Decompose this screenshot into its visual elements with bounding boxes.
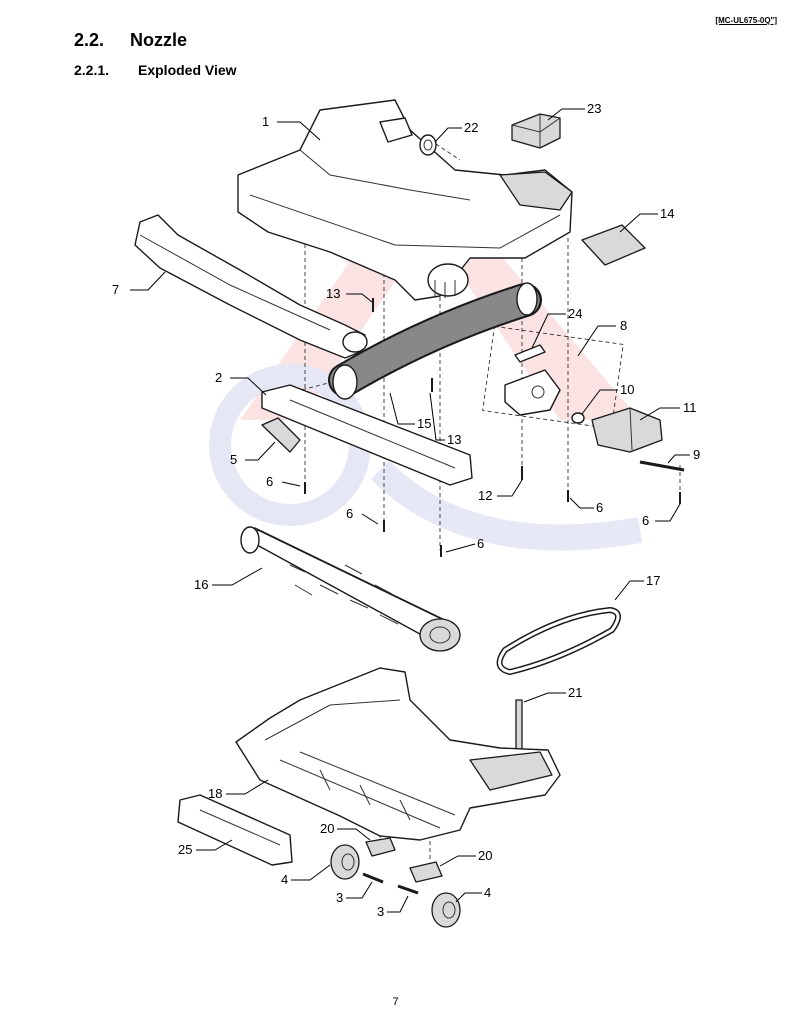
- callout-24: 24: [568, 306, 582, 321]
- part-9-pin: [639, 460, 685, 472]
- callout-13: 13: [326, 286, 340, 301]
- part-14-pad: [581, 224, 646, 266]
- section-number: 2.2.: [74, 30, 105, 50]
- part-1-upper-housing: [237, 99, 573, 301]
- part-3-axles: [362, 872, 419, 895]
- part-21-shaft: [515, 699, 523, 751]
- part-18-base: [235, 667, 561, 841]
- callout-3: 3: [377, 904, 384, 919]
- part-13-screws: [372, 298, 433, 392]
- callout-17: 17: [646, 573, 660, 588]
- callout-20: 20: [320, 821, 334, 836]
- callout-13: 13: [447, 432, 461, 447]
- callout-6: 6: [642, 513, 649, 528]
- section-title: Nozzle: [130, 30, 188, 50]
- document-code: [MC-UL675-0Q"]: [715, 16, 777, 25]
- callout-20: 20: [478, 848, 492, 863]
- part-24-clip: [514, 344, 546, 363]
- part-20-pads: [365, 837, 443, 883]
- part-15-hose: [328, 282, 542, 400]
- callout-6: 6: [346, 506, 353, 521]
- section-heading: 2.2. Nozzle: [74, 30, 187, 51]
- part-4-wheels: [330, 844, 461, 928]
- part-5-holder: [261, 417, 301, 453]
- callout-22: 22: [464, 120, 478, 135]
- leader-lines: [130, 108, 690, 913]
- callout-15: 15: [417, 416, 431, 431]
- part-8-assembly: [504, 369, 561, 416]
- callout-labels: 1 22 23 14 7 13 24 8 2 10 11 15 13 5 9 6…: [112, 101, 700, 919]
- part-23-knob: [511, 113, 561, 149]
- callout-4: 4: [484, 885, 491, 900]
- callout-1: 1: [262, 114, 269, 129]
- callout-6: 6: [266, 474, 273, 489]
- callout-6: 6: [477, 536, 484, 551]
- page-number: 7: [392, 996, 399, 1008]
- callout-18: 18: [208, 786, 222, 801]
- callout-9: 9: [693, 447, 700, 462]
- callout-10: 10: [620, 382, 634, 397]
- part-7-bumper: [134, 214, 368, 359]
- part-25-guard: [177, 794, 293, 866]
- subsection-heading: 2.2.1. Exploded View: [74, 62, 237, 78]
- part-17-belt: [496, 606, 621, 676]
- callout-7: 7: [112, 282, 119, 297]
- part-16-brush-roll: [240, 526, 461, 652]
- callout-6: 6: [596, 500, 603, 515]
- part-2-plate: [261, 384, 473, 486]
- callout-21: 21: [568, 685, 582, 700]
- callout-2: 2: [215, 370, 222, 385]
- callout-5: 5: [230, 452, 237, 467]
- callout-12: 12: [478, 488, 492, 503]
- subsection-title: Exploded View: [138, 62, 237, 78]
- part-22-spring: [419, 134, 437, 156]
- callout-11: 11: [683, 400, 697, 415]
- callout-16: 16: [194, 577, 208, 592]
- subsection-number: 2.2.1.: [74, 62, 110, 78]
- part-11-pedal: [591, 407, 663, 453]
- callout-3: 3: [336, 890, 343, 905]
- part-10-spring: [571, 412, 585, 424]
- part-6-screws: [304, 482, 681, 557]
- callout-8: 8: [620, 318, 627, 333]
- callout-4: 4: [281, 872, 288, 887]
- callout-23: 23: [587, 101, 601, 116]
- callout-25: 25: [178, 842, 192, 857]
- callout-14: 14: [660, 206, 674, 221]
